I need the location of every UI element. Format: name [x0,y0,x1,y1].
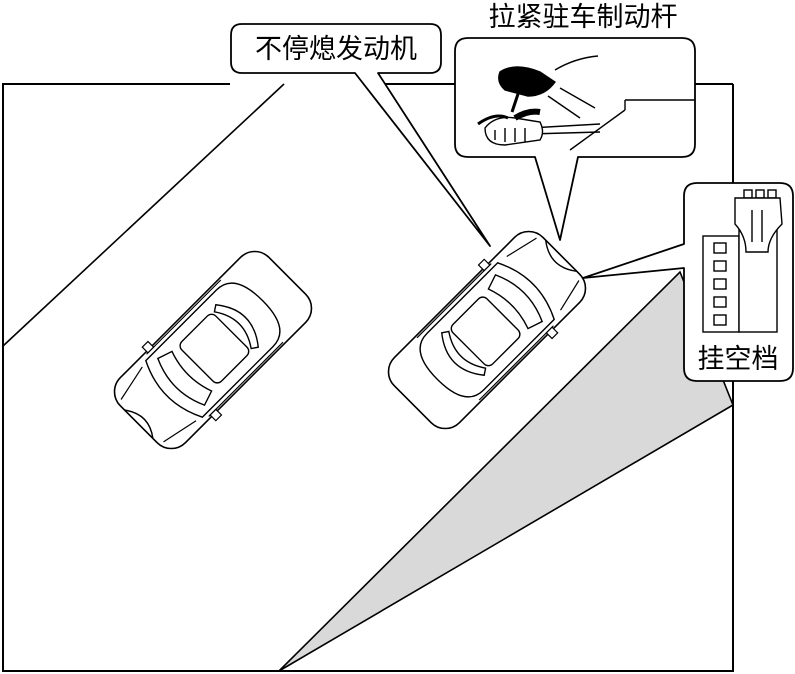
parking-brake-label: 拉紧驻车制动杆 [489,2,678,33]
engine-running-label: 不停熄发动机 [255,34,417,65]
neutral-gear-label: 挂空档 [698,344,779,375]
car-right [387,230,587,430]
callout-engine-running: 不停熄发动机 [230,23,491,247]
scene-frame [2,83,734,672]
callout-parking-brake [454,37,696,241]
car-left [113,250,313,450]
gear-lever-icon [702,189,783,333]
parking-brake-icon [477,55,695,151]
callout-neutral-gear: 挂空档 [582,182,794,382]
road-edge-line [2,83,285,347]
